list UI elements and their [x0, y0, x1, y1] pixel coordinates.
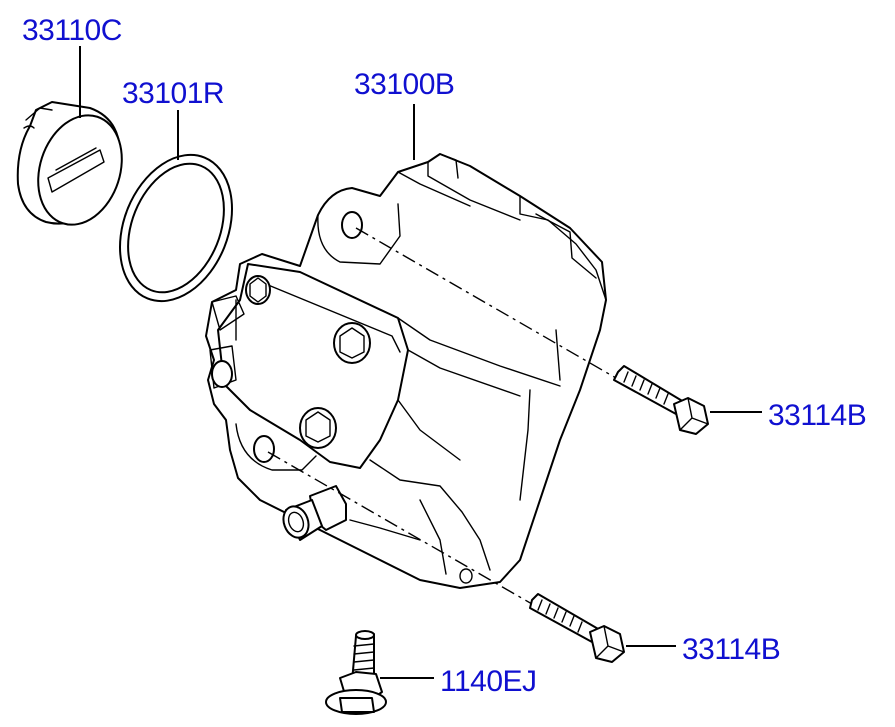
upper-bolt-part[interactable] [613, 365, 709, 435]
lower-bolt-centerline [267, 451, 533, 605]
upper-bolt-centerline [355, 227, 617, 379]
callout-oring-label[interactable]: 33101R [122, 77, 225, 110]
lower-bolt-part[interactable] [529, 593, 625, 663]
pump-part[interactable] [205, 153, 607, 589]
callout-upper-bolt-label[interactable]: 33114B [768, 399, 867, 432]
face-bolt-bottom-right [299, 407, 337, 449]
pump-fitting [282, 485, 347, 541]
callout-pump-label[interactable]: 33100B [354, 68, 455, 101]
face-bolt-top-left [245, 275, 271, 305]
o-ring-part[interactable] [99, 138, 252, 318]
callout-flange-bolt-label[interactable]: 1140EJ [440, 665, 537, 698]
callout-cap-label[interactable]: 33110C [22, 14, 122, 47]
face-bolt-top-right [333, 322, 371, 364]
cap-part[interactable] [16, 101, 136, 236]
callout-lower-bolt-label[interactable]: 33114B [682, 633, 781, 666]
face-bolt-bottom-left [211, 360, 233, 388]
flange-bolt-part[interactable] [325, 630, 387, 715]
